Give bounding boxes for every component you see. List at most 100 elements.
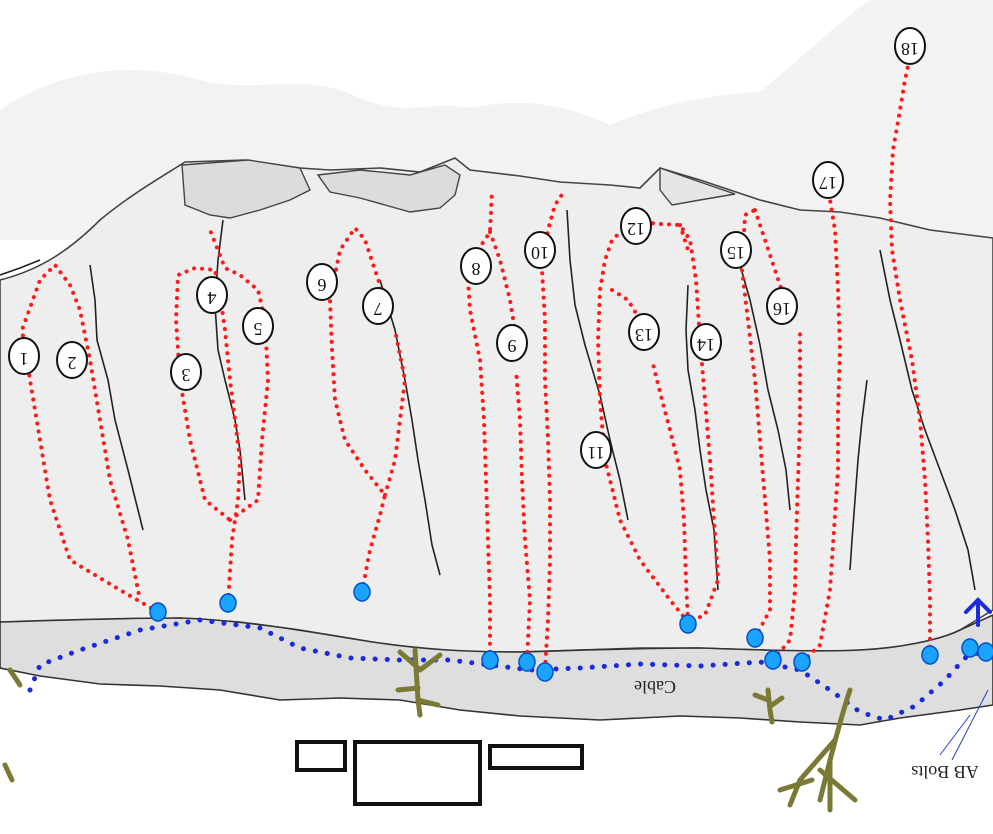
- route-label-12: 12: [620, 207, 652, 245]
- rock-ledge-block-3: [659, 167, 736, 206]
- route-label-3: 3: [170, 353, 202, 391]
- route-label-text: 3: [182, 365, 191, 385]
- route-line: [488, 230, 517, 332]
- route-label-text: 13: [635, 325, 653, 345]
- anchor-bolt: [793, 652, 811, 672]
- route-label-text: 11: [587, 443, 604, 463]
- route-label-circle: [496, 324, 528, 362]
- route-label-4: 4: [196, 276, 228, 314]
- approach-trail: [27, 617, 988, 723]
- route-line: [327, 224, 388, 594]
- anchors-layer: [149, 582, 993, 682]
- cable-caption: Cable: [634, 677, 676, 697]
- route-label-circle: [524, 231, 556, 269]
- route-label-14: 14: [690, 323, 722, 361]
- route-line: [514, 368, 533, 662]
- route-label-text: 12: [627, 219, 645, 239]
- route-label-circle: [362, 287, 394, 325]
- route-line: [610, 288, 642, 322]
- anchor-bolt: [219, 593, 237, 613]
- route-label-text: 10: [531, 243, 549, 263]
- crack-3: [379, 279, 441, 576]
- arrow-up-icon: [964, 597, 992, 627]
- route-label-6: 6: [306, 263, 338, 301]
- crack-6: [737, 257, 791, 511]
- anchor-bolt: [977, 642, 993, 662]
- anchor-bolt: [961, 638, 979, 658]
- anchor-bolt: [921, 645, 939, 665]
- anchor-bolt: [536, 662, 554, 682]
- bolts-caption: AB Bolts: [911, 762, 979, 782]
- route-label-text: 17: [819, 173, 837, 193]
- route-label-17: 17: [812, 161, 844, 199]
- anchor-bolt: [746, 628, 764, 648]
- route-label-circle: [620, 207, 652, 245]
- route-label-circle: [170, 353, 202, 391]
- anchor-bolt: [764, 650, 782, 670]
- tree-trunks: [2, 647, 858, 813]
- route-label-circle: [812, 161, 844, 199]
- route-label-text: 16: [773, 299, 791, 319]
- anchor-bolt: [353, 582, 371, 602]
- route-label-text: 14: [697, 335, 715, 355]
- anchor-bolt: [679, 614, 697, 634]
- route-label-circle: [894, 27, 926, 65]
- route-label-text: 18: [901, 39, 919, 59]
- route-line: [383, 328, 408, 497]
- crack-9: [0, 259, 41, 276]
- route-line: [539, 188, 567, 672]
- anchor-bolt: [518, 652, 536, 672]
- crack-2: [214, 219, 246, 501]
- route-label-16: 16: [766, 287, 798, 325]
- route-label-text: 1: [20, 349, 29, 369]
- route-label-circle: [242, 307, 274, 345]
- route-label-1: 1: [8, 337, 40, 375]
- route-label-circle: [628, 313, 660, 351]
- route-label-5: 5: [242, 307, 274, 345]
- route-label-text: 9: [508, 336, 517, 356]
- rock-face: [0, 157, 993, 653]
- building-outline: [295, 740, 584, 806]
- route-line: [465, 188, 494, 662]
- rock-ledge-block-2: [316, 164, 461, 213]
- route-label-circle: [306, 263, 338, 301]
- crack-1: [89, 264, 144, 531]
- route-label-7: 7: [362, 287, 394, 325]
- anchor-bolt: [149, 602, 167, 622]
- route-label-circle: [766, 287, 798, 325]
- rock-ledge-block-1: [181, 159, 311, 219]
- route-label-text: 7: [374, 299, 383, 319]
- route-label-10: 10: [524, 231, 556, 269]
- bolt-leader-lines: [939, 689, 989, 761]
- route-label-circle: [580, 431, 612, 469]
- route-label-15: 15: [720, 231, 752, 269]
- route-label-text: 6: [318, 275, 327, 295]
- route-label-circle: [8, 337, 40, 375]
- route-label-circle: [460, 247, 492, 285]
- anchor-bolt: [481, 650, 499, 670]
- routes-layer: [19, 64, 932, 672]
- route-label-circle: [196, 276, 228, 314]
- crack-4: [566, 209, 629, 521]
- route-label-text: 4: [208, 288, 217, 308]
- route-label-9: 9: [496, 324, 528, 362]
- route-label-8: 8: [460, 247, 492, 285]
- route-label-2: 2: [56, 341, 88, 379]
- route-label-circle: [56, 341, 88, 379]
- route-line: [19, 261, 160, 614]
- route-line: [650, 358, 690, 624]
- route-line: [753, 208, 787, 302]
- route-label-text: 5: [254, 319, 263, 339]
- crack-7: [849, 379, 868, 571]
- route-label-text: 2: [68, 353, 77, 373]
- route-label-circle: [690, 323, 722, 361]
- route-label-11: 11: [580, 431, 612, 469]
- route-line: [887, 64, 932, 657]
- route-label-text: 15: [727, 243, 745, 263]
- route-line: [739, 208, 772, 640]
- route-label-13: 13: [628, 313, 660, 351]
- route-label-text: 8: [472, 259, 481, 279]
- route-label-18: 18: [894, 27, 926, 65]
